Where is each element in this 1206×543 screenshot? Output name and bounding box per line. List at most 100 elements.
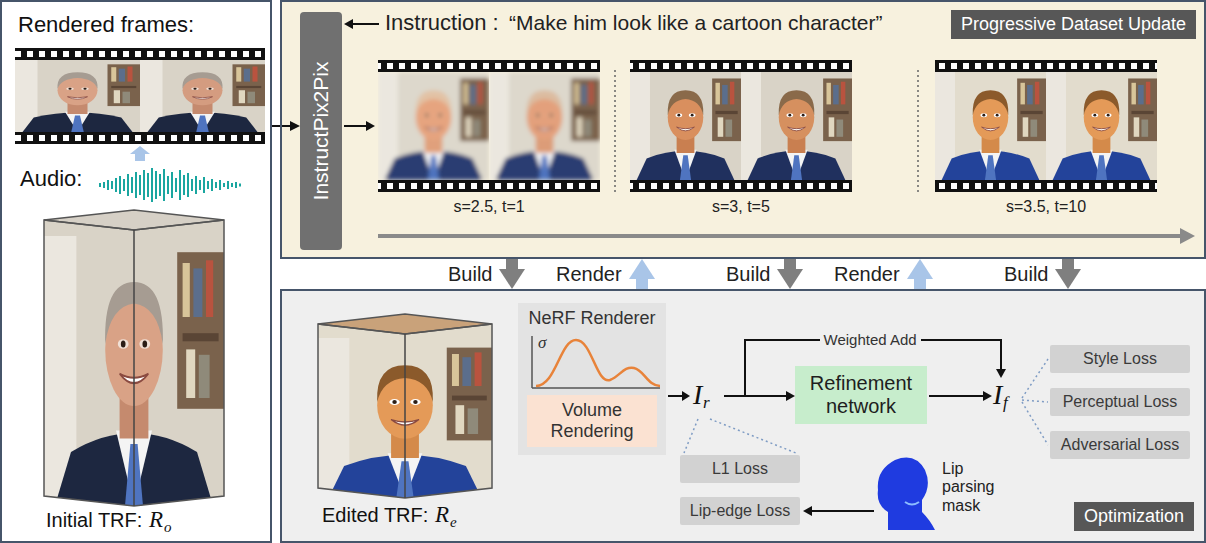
flow-arrow — [929, 395, 984, 397]
line-label: Weighted Add — [820, 331, 921, 348]
step-caption: s=3, t=5 — [712, 198, 770, 215]
step-caption: s=2.5, t=1 — [454, 198, 525, 215]
text-slot: Perceptual Loss — [1063, 393, 1178, 411]
loss-link — [710, 419, 796, 453]
film-strip — [630, 60, 852, 192]
step-caption: s=3.5, t=10 — [1006, 198, 1086, 215]
density-curve — [536, 340, 660, 386]
loss-links — [684, 359, 1048, 453]
build-arrow — [784, 259, 796, 269]
edge-label: Build — [1004, 263, 1048, 286]
edited-frame — [378, 72, 489, 180]
input-panel: Rendered frames: — [0, 0, 272, 543]
instruction-text: “Make him look like a cartoon character” — [509, 11, 882, 34]
step-caption: s=3.5, t=10 — [1006, 198, 1086, 216]
cube-outline — [318, 324, 492, 498]
build-arrow — [506, 259, 518, 269]
loss-link — [1022, 400, 1048, 402]
box-text: Refinement network — [810, 372, 912, 417]
cube-top — [318, 314, 492, 334]
math-symbol: R — [149, 507, 163, 532]
mask-label: Lip parsing mask — [942, 460, 1006, 515]
renderer-box: Volume Rendering NeRF Renderer — [518, 303, 666, 455]
cube-caption: Initial TRF: — [46, 509, 142, 532]
loss-link — [1022, 359, 1048, 398]
editor-bar: InstructPix2Pix — [300, 12, 342, 250]
network-box: Refinement network — [795, 366, 927, 424]
arrow-head — [1180, 228, 1195, 244]
editor-arrow — [344, 125, 366, 127]
math-subscript: o — [164, 520, 172, 535]
loss-box: Style Loss — [1050, 345, 1190, 373]
loss-box: Lip-edge Loss — [680, 497, 800, 525]
video-frame — [15, 60, 140, 132]
text-slot: InstructPix2Pix — [252, 119, 391, 143]
flow-arrow — [668, 395, 683, 397]
loss-box: Adversarial Loss — [1050, 431, 1190, 459]
build-arrow — [1062, 259, 1074, 269]
dataset-panel: InstructPix2Pix Instruction : “Make him lo… — [280, 0, 1206, 259]
edited-frame — [489, 72, 600, 180]
panel-ground — [280, 0, 1206, 259]
box-text: Perceptual Loss — [1063, 393, 1178, 410]
loss-link — [1022, 402, 1048, 445]
image-symbol: I — [993, 379, 1002, 410]
text-slot: “Make him look like a cartoon character” — [509, 11, 882, 35]
progress-arrow — [378, 234, 1180, 238]
axis-symbol: σ — [538, 333, 546, 352]
instruction-arrow — [352, 23, 379, 25]
mask-label: Lip parsing mask — [942, 460, 994, 514]
editor-name: InstructPix2Pix — [309, 62, 333, 201]
image-symbol: I — [693, 381, 702, 409]
math-subscript: r — [703, 394, 710, 411]
text-slot: Lip-edge Loss — [690, 502, 791, 520]
loss-box: L1 Loss — [680, 455, 800, 483]
box-text: Style Loss — [1083, 350, 1157, 367]
film-perforation — [935, 180, 1157, 192]
edited-frame — [1046, 72, 1157, 180]
cube-caption: Edited TRF: — [322, 504, 428, 527]
box-text: Adversarial Loss — [1061, 436, 1179, 453]
cube-edge — [133, 230, 135, 506]
renderer-title: NeRF Renderer — [528, 308, 655, 328]
math-subscript: f — [1003, 394, 1008, 411]
text-slot: Instruction : — [385, 10, 499, 36]
edge-label: Render — [556, 263, 622, 286]
panel-heading: Rendered frames: — [18, 12, 194, 37]
edited-cube — [318, 314, 492, 498]
box-text: Lip-edge Loss — [690, 502, 791, 519]
edge-label: Build — [726, 263, 770, 286]
cube-caption: Initial TRF: — [46, 509, 142, 531]
edge-label: Render — [556, 263, 622, 285]
cube-outline — [44, 220, 224, 506]
process-box: Volume Rendering — [527, 395, 657, 447]
math-symbol: R — [435, 502, 449, 527]
cube-ground — [318, 314, 492, 498]
cube-caption: Edited TRF: — [322, 504, 428, 526]
panel-ground — [280, 289, 1206, 543]
box-text: L1 Loss — [712, 460, 768, 477]
film-perforation — [15, 132, 265, 144]
text-slot: Refinement network — [801, 372, 921, 418]
edited-frame — [741, 72, 852, 180]
audio-label: Audio: — [20, 166, 82, 191]
cube-top — [44, 210, 224, 230]
film-strip — [935, 60, 1157, 192]
text-slot: NeRF Renderer — [518, 308, 666, 329]
audio-waveform — [100, 168, 240, 202]
math-subscript: e — [450, 515, 457, 530]
video-frame — [140, 60, 265, 132]
text-slot: Volume Rendering — [533, 400, 651, 441]
renderer-ground — [518, 303, 666, 455]
arrow-head — [803, 506, 812, 516]
plot-axes — [532, 336, 660, 388]
box-text: Volume Rendering — [550, 400, 633, 441]
film-strip — [15, 48, 265, 144]
edge-label: Build — [448, 263, 492, 286]
text-slot: Progressive Dataset Update — [951, 10, 1196, 39]
math-symbol: R — [435, 503, 449, 526]
text-slot: L1 Loss — [712, 460, 768, 478]
edge-label: Build — [726, 263, 770, 285]
math-subscript: r — [703, 393, 710, 412]
